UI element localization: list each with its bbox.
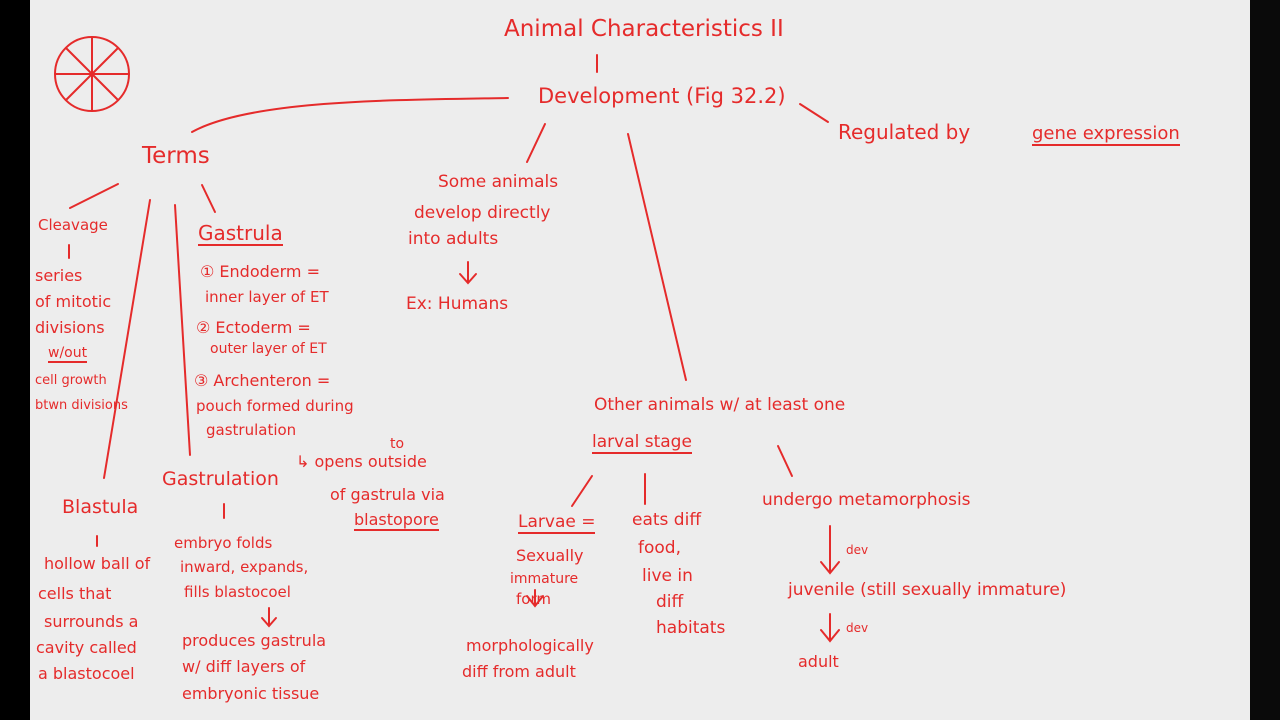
gastrulation-line: fills blastocoel: [184, 583, 291, 601]
gastrula-line: ② Ectoderm =: [196, 318, 311, 337]
cleavage-line: btwn divisions: [35, 398, 128, 413]
metamorphosis-dev-label-2: dev: [846, 621, 869, 635]
larvae-heading: Larvae =: [518, 512, 596, 534]
archenteron-note-line: blastopore: [354, 510, 439, 531]
pie-doodle-icon: [54, 36, 130, 112]
gastrulation-line: embryonic tissue: [182, 684, 320, 703]
cleavage-line: series: [35, 266, 83, 285]
gastrula-heading: Gastrula: [198, 221, 283, 246]
eats-line: live in: [642, 566, 693, 586]
larvae-line: Sexually: [516, 546, 584, 565]
window-edge: [1250, 0, 1280, 720]
other-line-2: larval stage: [592, 432, 692, 454]
gastrula-line: gastrulation: [206, 421, 297, 439]
eats-line: diff: [656, 592, 684, 612]
page-title: Animal Characteristics II: [504, 16, 784, 42]
gastrulation-line: produces gastrula: [182, 631, 327, 650]
blastula-line: surrounds a: [44, 612, 139, 631]
gastrulation-line: w/ diff layers of: [182, 657, 306, 676]
cleavage-line: w/out: [48, 345, 88, 363]
blastula-line: cells that: [38, 584, 112, 603]
larvae-line: immature: [510, 571, 579, 587]
regulated-prefix: Regulated by: [838, 120, 971, 144]
gastrulation-heading: Gastrulation: [162, 468, 279, 490]
blastula-line: hollow ball of: [44, 554, 151, 573]
archenteron-note-line: ↳ opens outside: [296, 452, 427, 471]
terms-node: Terms: [142, 143, 210, 169]
direct-line: develop directly: [414, 203, 551, 223]
eats-line: habitats: [656, 618, 726, 638]
metamorphosis-dev-label-1: dev: [846, 543, 869, 557]
juvenile-label: juvenile (still sexually immature): [788, 580, 1067, 600]
cleavage-line: divisions: [35, 318, 105, 337]
larvae-line: form: [516, 590, 551, 608]
blastula-heading: Blastula: [62, 496, 139, 518]
cleavage-line: of mitotic: [35, 292, 112, 311]
gastrula-line: outer layer of ET: [210, 341, 327, 357]
regulated-gene-expression: gene expression: [1032, 123, 1180, 146]
other-line-1: Other animals w/ at least one: [594, 395, 846, 415]
gastrula-line: ③ Archenteron =: [194, 371, 331, 390]
larvae-line: diff from adult: [462, 662, 576, 681]
archenteron-note-line: of gastrula via: [330, 485, 445, 504]
gastrula-line: inner layer of ET: [205, 288, 329, 306]
blastula-line: cavity called: [36, 638, 137, 657]
development-node: Development (Fig 32.2): [538, 84, 786, 108]
larvae-line: morphologically: [466, 636, 594, 655]
eats-line: eats diff: [632, 510, 702, 530]
direct-line: Some animals: [438, 172, 559, 192]
metamorphosis-heading: undergo metamorphosis: [762, 490, 971, 510]
whiteboard-canvas: Animal Characteristics II Development (F…: [30, 0, 1250, 720]
direct-example: Ex: Humans: [406, 294, 509, 314]
direct-line: into adults: [408, 229, 499, 249]
gastrula-line: pouch formed during: [196, 397, 354, 415]
adult-label: adult: [798, 652, 839, 671]
eats-line: food,: [638, 538, 681, 558]
gastrulation-line: inward, expands,: [180, 558, 309, 576]
gastrulation-line: embryo folds: [174, 534, 273, 552]
archenteron-note-to: to: [390, 436, 405, 452]
connector-lines: [54, 36, 840, 643]
blastula-line: a blastocoel: [38, 664, 135, 683]
gastrula-line: ① Endoderm =: [200, 262, 320, 281]
cleavage-heading: Cleavage: [38, 216, 108, 234]
cleavage-line: cell growth: [35, 373, 107, 388]
